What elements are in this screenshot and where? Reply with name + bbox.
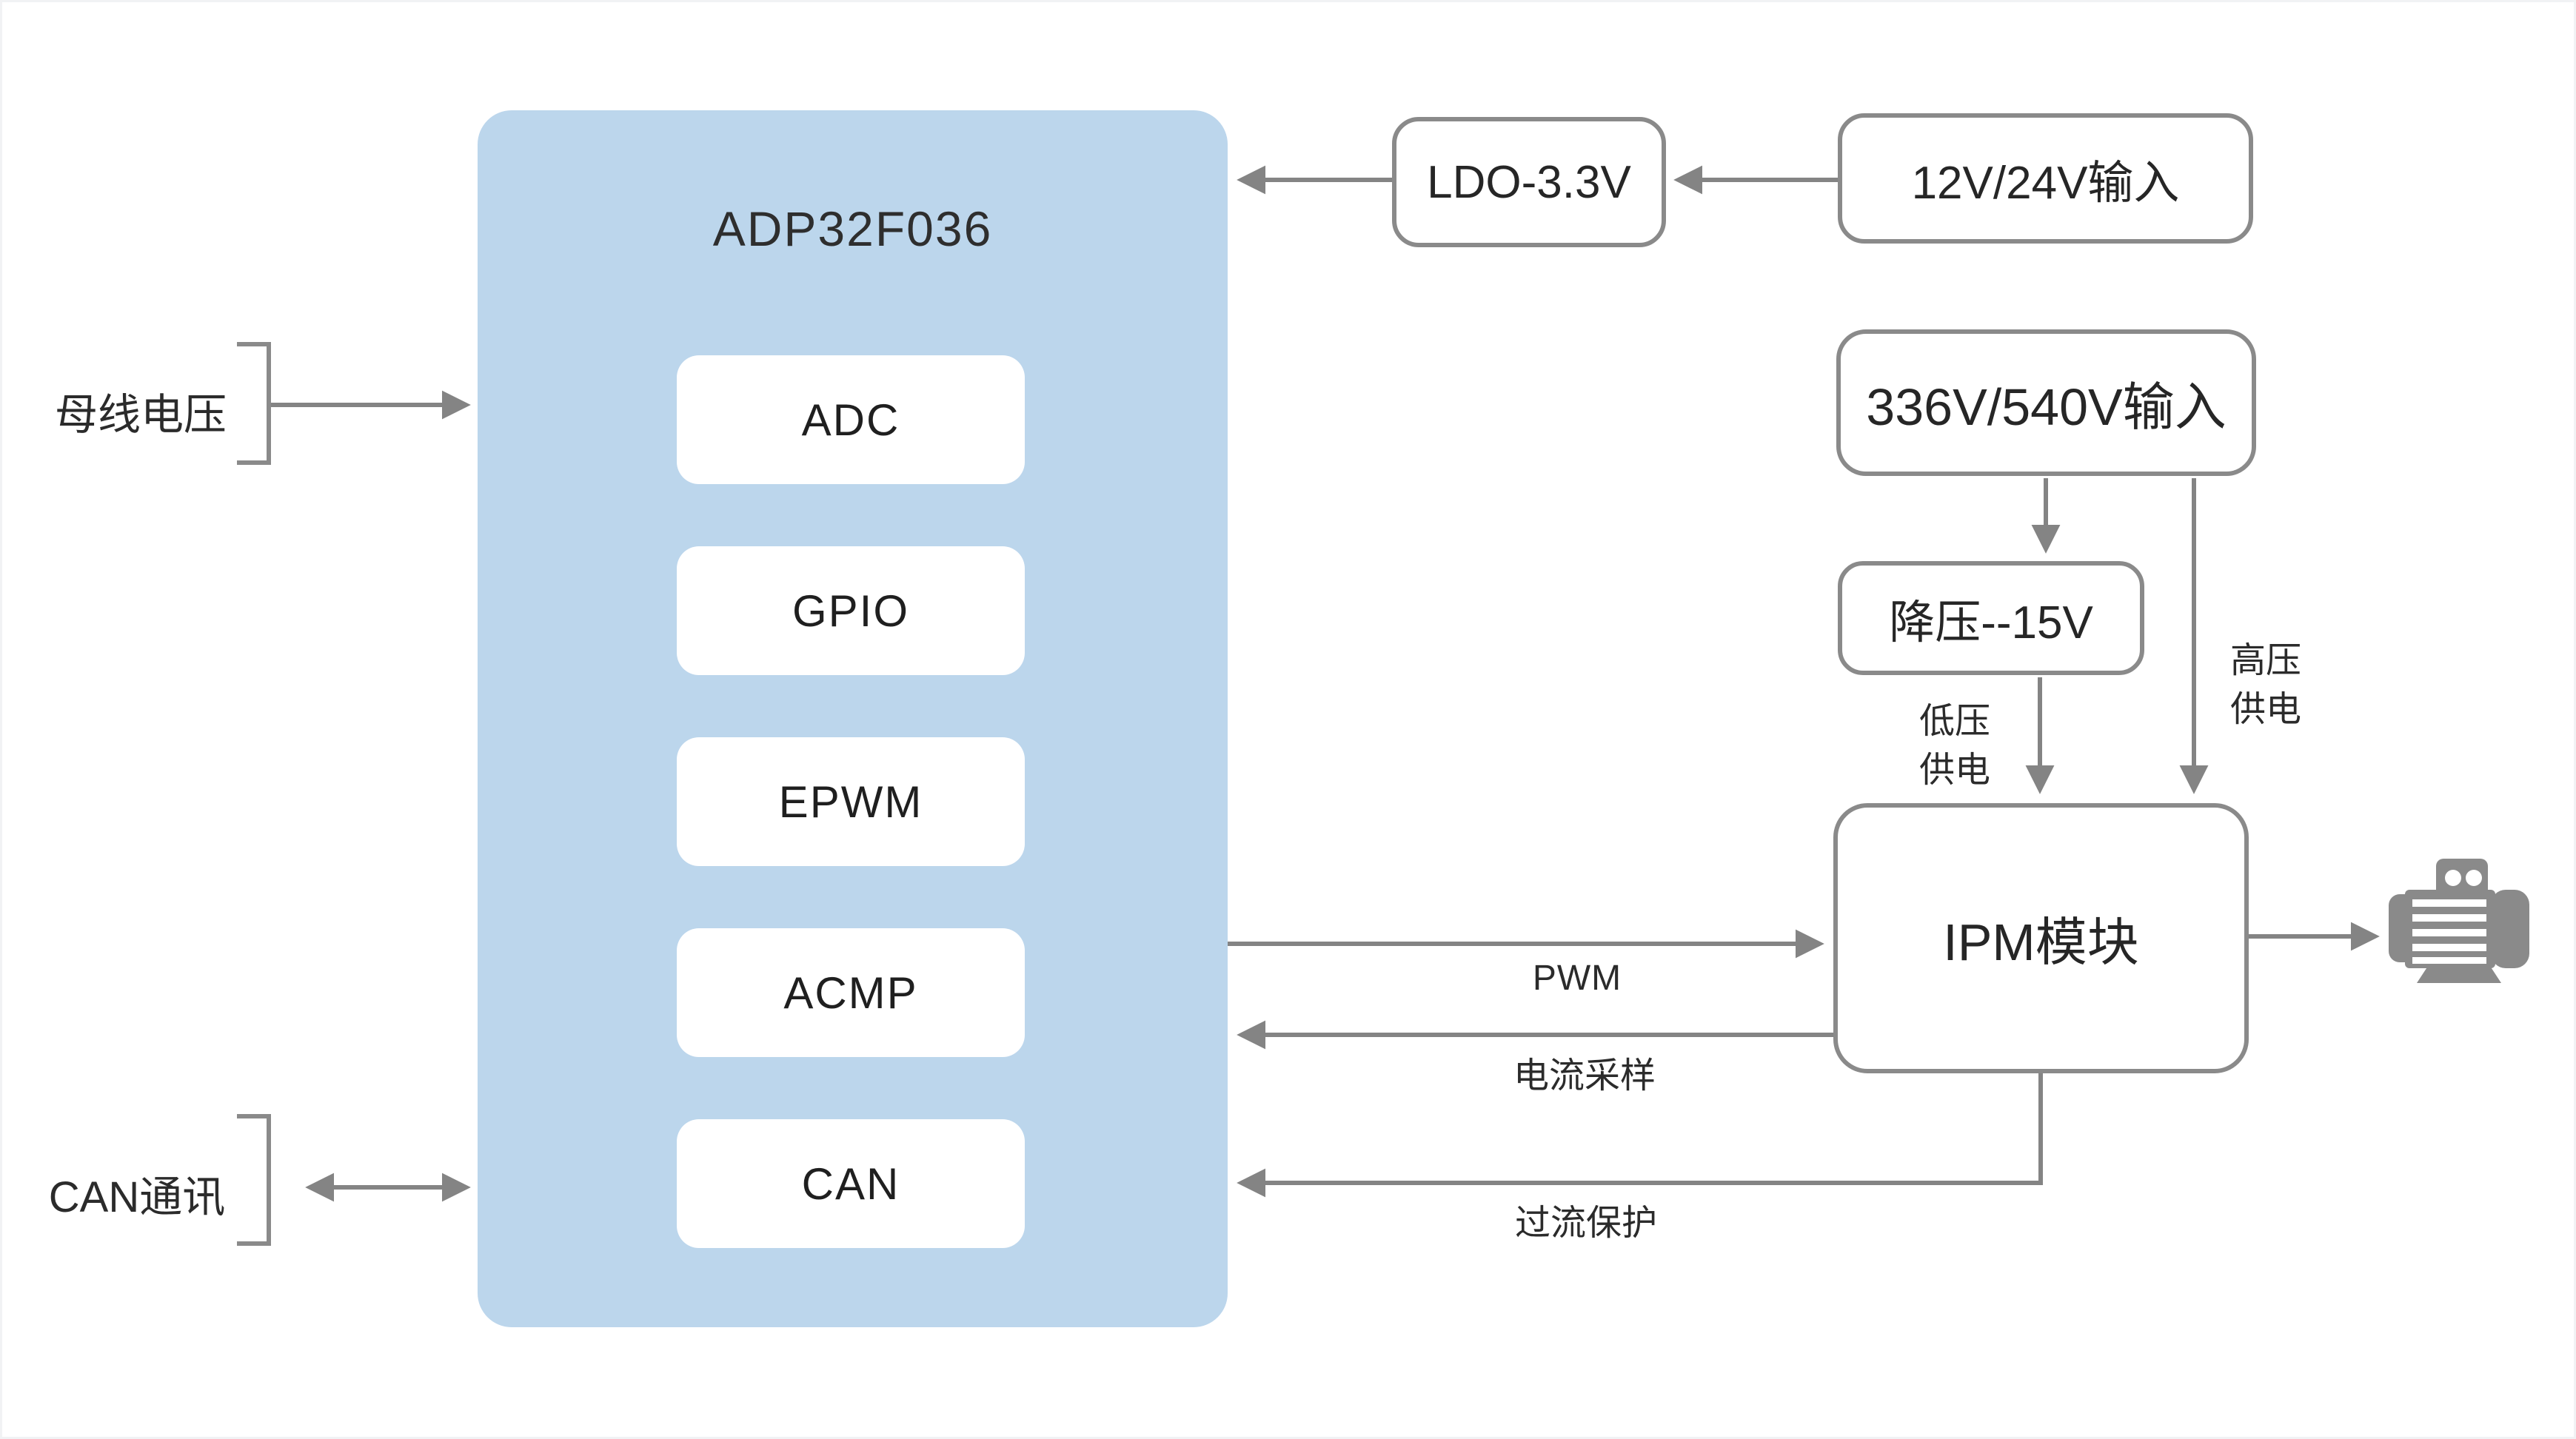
peripheral-acmp: ACMP (677, 928, 1025, 1057)
ldo-label: LDO-3.3V (1427, 156, 1631, 208)
ipm-module-label: IPM模块 (1943, 913, 2139, 971)
input-336v-540v-label: 336V/540V输入 (1866, 378, 2227, 436)
peripheral-epwm: EPWM (677, 737, 1025, 866)
low-voltage-supply-label: 低压 供电 (1881, 697, 2029, 795)
low-voltage-supply-line1: 低压 (1918, 702, 1990, 741)
mcu-block: ADP32F036 ADC GPIO EPWM ACMP CAN (478, 110, 1228, 1327)
high-voltage-supply-line2: 供电 (2229, 690, 2301, 729)
input-336v-540v-node: 336V/540V输入 (1836, 329, 2256, 476)
overcurrent-protection-edge-label: 过流保护 (1514, 1204, 1657, 1243)
bus-voltage-label: 母线电压 (54, 391, 227, 439)
buck-converter-node: 降压--15V (1838, 561, 2144, 675)
input-12v-24v-node: 12V/24V输入 (1838, 113, 2253, 244)
current-sampling-edge-label: 电流采样 (1513, 1056, 1656, 1096)
bus-voltage-bracket (237, 342, 271, 465)
high-voltage-supply-label: 高压 供电 (2192, 637, 2340, 734)
can-comm-label: CAN通讯 (48, 1173, 226, 1221)
arrow-overcurrent-to-mcu (1237, 1073, 2043, 1198)
pwm-edge-label: PWM (1532, 959, 1622, 998)
input-12v-24v-label: 12V/24V输入 (1911, 158, 2180, 209)
ldo-node: LDO-3.3V (1392, 117, 1666, 247)
high-voltage-supply-line1: 高压 (2229, 641, 2301, 680)
peripheral-can: CAN (677, 1119, 1025, 1248)
buck-converter-label: 降压--15V (1889, 597, 2093, 648)
can-comm-bracket (237, 1114, 271, 1246)
motor-icon (2389, 859, 2529, 983)
ipm-module-node: IPM模块 (1833, 803, 2249, 1073)
peripheral-gpio: GPIO (677, 546, 1025, 675)
low-voltage-supply-line2: 供电 (1918, 751, 1990, 790)
peripheral-adc: ADC (677, 355, 1025, 484)
mcu-title: ADP32F036 (712, 201, 993, 256)
